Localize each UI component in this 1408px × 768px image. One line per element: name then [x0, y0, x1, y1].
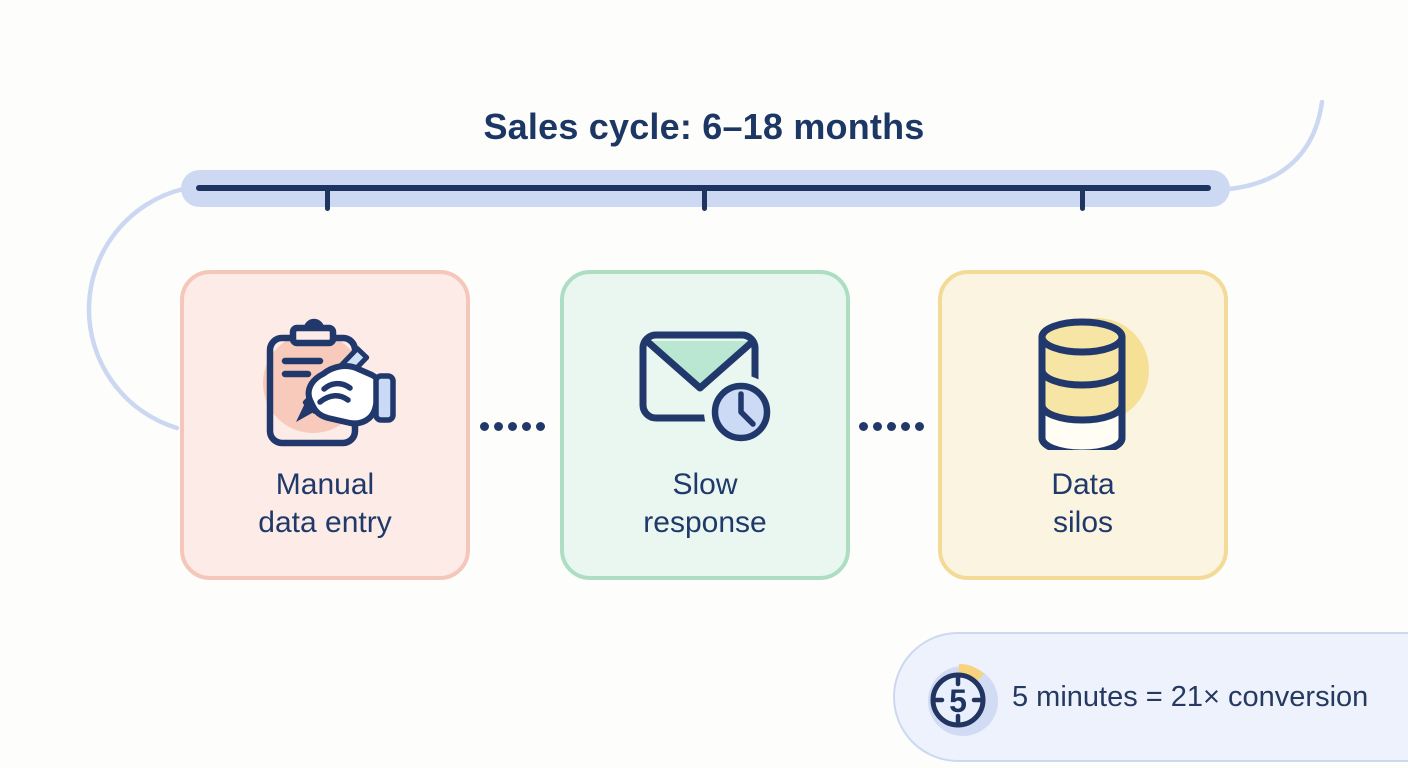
- envelope-flap-line: [645, 339, 755, 392]
- connector-dot: [873, 422, 882, 431]
- connector-dot: [859, 422, 868, 431]
- clipboard-text-lines: [281, 357, 324, 378]
- db-bands: [1038, 366, 1126, 450]
- timeline-tick: [1080, 187, 1085, 211]
- card-label-line2: silos: [1052, 506, 1113, 539]
- hand-cuff: [373, 373, 396, 423]
- db-body-fill: [1042, 337, 1122, 420]
- card-label-line2: data entry: [258, 506, 392, 539]
- timer-5-icon: 5: [928, 663, 998, 736]
- timer-number: 5: [949, 683, 967, 719]
- right-curve-line: [1226, 99, 1325, 192]
- dotted-connector: [480, 422, 545, 431]
- connector-dot: [494, 422, 503, 431]
- timeline-tick: [702, 187, 707, 211]
- page-title: Sales cycle: 6–18 months: [483, 106, 925, 147]
- card-label-line2: response: [643, 506, 767, 539]
- hand-fingers: [317, 380, 353, 405]
- card-label: Manual data entry: [184, 466, 466, 542]
- db-bottom-fill: [1042, 405, 1122, 450]
- connector-dot: [901, 422, 910, 431]
- card-label: Slow response: [564, 466, 846, 542]
- clock-hands: [738, 391, 756, 427]
- badge-text: 5 minutes = 21× conversion: [1012, 680, 1369, 713]
- pen-tip: [296, 402, 315, 422]
- database-icon: [1038, 318, 1149, 450]
- card-label-line1: Manual: [275, 468, 375, 501]
- timeline-tick: [325, 187, 330, 211]
- card-label-line1: Slow: [672, 468, 738, 501]
- connector-dot: [508, 422, 517, 431]
- db-top: [1038, 318, 1126, 356]
- dotted-connector: [859, 422, 924, 431]
- envelope-body: [639, 331, 759, 422]
- hand: [305, 363, 383, 427]
- card-manual-data-entry: Manual data entry: [180, 270, 470, 580]
- connector-dot: [522, 422, 531, 431]
- timer-ticks: [930, 672, 986, 728]
- clipboard-clip: [289, 324, 337, 347]
- card-slow-response: Slow response: [560, 270, 850, 580]
- connector-dot: [915, 422, 924, 431]
- db-sides: [1038, 333, 1126, 442]
- left-curve-line: [86, 186, 186, 431]
- connector-dot: [480, 422, 489, 431]
- connector-dot: [536, 422, 545, 431]
- card-label: Data silos: [942, 466, 1224, 542]
- connector-dot: [887, 422, 896, 431]
- clipboard-pen-icon: [263, 318, 396, 447]
- envelope-flap-fill: [649, 341, 751, 388]
- card-label-line1: Data: [1051, 468, 1115, 501]
- envelope-clock-icon: [639, 331, 778, 449]
